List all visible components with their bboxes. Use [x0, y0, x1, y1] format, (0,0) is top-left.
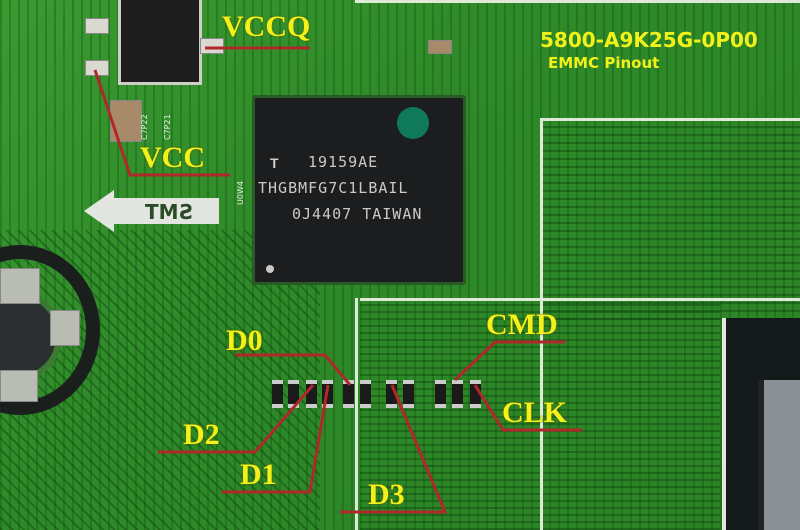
vcc-label: VCC [140, 141, 205, 174]
resistor [288, 380, 299, 408]
connector-shield [758, 380, 800, 530]
silkscreen-border [360, 298, 800, 301]
chip-origin: 0J4407 TAIWAN [292, 205, 423, 223]
vccq-label: VCCQ [222, 10, 311, 43]
smd-pad [85, 60, 109, 76]
clk-label: CLK [502, 396, 568, 429]
pinout-subtitle: EMMC Pinout [548, 54, 660, 72]
chip-marking-dot [397, 107, 429, 139]
mounting-tab [0, 268, 40, 304]
resistor [470, 380, 481, 408]
toshiba-logo-icon: T [270, 155, 279, 171]
d1-label: D1 [240, 458, 277, 491]
emmc-chip: T 19159AE THGBMFG7C1LBAIL 0J4407 TAIWAN [252, 95, 466, 285]
mounting-tab [50, 310, 80, 346]
d0-label: D0 [226, 324, 263, 357]
silkscreen-chip-ref: U0W4 [236, 181, 245, 205]
silkscreen-cap-label: C7P21 [163, 114, 172, 140]
resistor [322, 380, 333, 408]
smd-pad [85, 18, 109, 34]
part-number-title: 5800-A9K25G-0P00 [540, 28, 758, 52]
resistor [386, 380, 397, 408]
resistor [343, 380, 354, 408]
voltage-regulator [118, 0, 202, 85]
silkscreen-cap-label: C7P22 [140, 114, 149, 140]
mounting-tab [0, 370, 38, 402]
smd-pad [200, 38, 224, 54]
resistor [360, 380, 371, 408]
smd-inductor [110, 100, 142, 142]
resistor [403, 380, 414, 408]
silkscreen-border [355, 0, 800, 3]
pin1-marker [266, 265, 274, 273]
d3-label: D3 [368, 478, 405, 511]
chip-date-code: 19159AE [308, 153, 379, 171]
silkscreen-border [540, 118, 800, 121]
silkscreen-border [540, 118, 543, 530]
chip-part-number: THGBMFG7C1LBAIL [258, 179, 409, 197]
horizontal-traces-right [540, 120, 800, 320]
d2-label: D2 [183, 418, 220, 451]
smd-capacitor [428, 40, 452, 54]
smt-arrow-icon [84, 190, 219, 232]
smt-silkscreen-text: SMT [145, 200, 193, 224]
cmd-label: CMD [486, 308, 558, 341]
silkscreen-border [355, 298, 358, 530]
resistor [435, 380, 446, 408]
resistor [272, 380, 283, 408]
resistor [452, 380, 463, 408]
resistor [306, 380, 317, 408]
